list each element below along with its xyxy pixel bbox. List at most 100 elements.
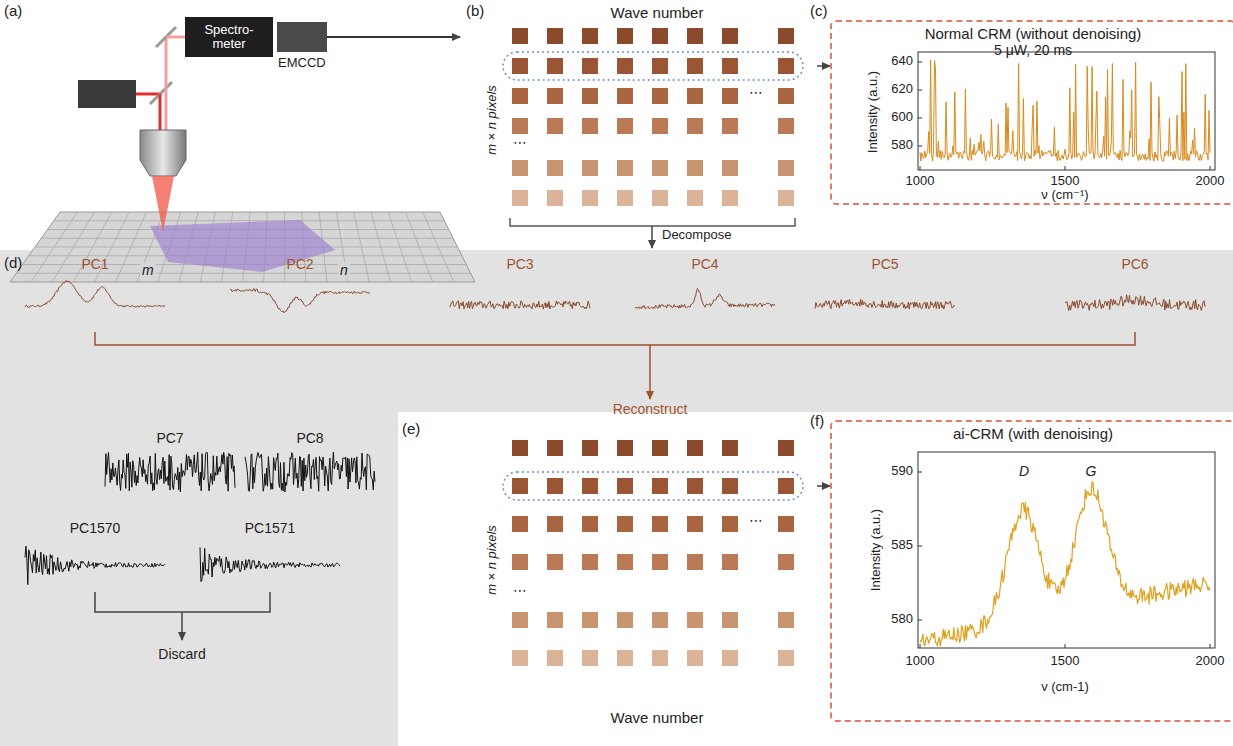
laser-beam <box>159 94 162 130</box>
pixel <box>582 190 598 206</box>
tick-label: 2000 <box>1196 654 1225 669</box>
pixel <box>778 478 794 494</box>
pixel <box>582 478 598 494</box>
pixel <box>722 190 738 206</box>
pixel <box>687 88 703 104</box>
pixel <box>722 516 738 532</box>
pixel <box>512 478 528 494</box>
pixel <box>582 516 598 532</box>
tick-label: 2000 <box>1196 174 1225 189</box>
component-label: PC1 <box>81 256 108 272</box>
pixel <box>547 554 563 570</box>
pixel <box>652 28 668 44</box>
pixel <box>617 516 633 532</box>
tick <box>1065 166 1066 170</box>
pixel <box>547 440 563 456</box>
component-label: PC5 <box>871 256 898 272</box>
tick-label: 585 <box>891 538 913 553</box>
pixel <box>582 88 598 104</box>
pixel <box>547 612 563 628</box>
component-label: PC1571 <box>245 520 296 536</box>
pixel <box>652 516 668 532</box>
grid-line <box>73 212 111 282</box>
discard-arrow <box>181 612 183 640</box>
objective <box>140 130 186 176</box>
tick <box>918 472 922 473</box>
raman-spectrum <box>920 60 1210 161</box>
pixel <box>512 88 528 104</box>
text-label: ⋯ <box>749 512 763 528</box>
pc-trace <box>635 289 775 309</box>
pixel <box>778 160 794 176</box>
component-label: PC8 <box>296 430 323 446</box>
pixel <box>617 612 633 628</box>
tick <box>918 546 922 547</box>
pixel-matrix: Wave number <box>497 426 817 726</box>
pixel <box>722 160 738 176</box>
pixel <box>687 190 703 206</box>
text-label: ⋯ <box>513 134 527 150</box>
component-label: PC2 <box>286 256 313 272</box>
pixel <box>547 190 563 206</box>
pixel <box>617 118 633 134</box>
tick <box>918 620 922 621</box>
pixel <box>722 478 738 494</box>
bracket <box>510 218 795 226</box>
pixel <box>512 28 528 44</box>
pixel <box>778 612 794 628</box>
pc-trace <box>815 299 955 309</box>
pc-trace <box>25 546 165 585</box>
pixel <box>582 118 598 134</box>
pixel <box>582 650 598 666</box>
text-label: D <box>1019 463 1029 479</box>
text-label: n <box>338 262 350 278</box>
pixel <box>778 554 794 570</box>
signal-arrow <box>327 36 460 38</box>
pixel <box>652 118 668 134</box>
pixel <box>722 612 738 628</box>
pixel <box>617 554 633 570</box>
decompose-arrow <box>651 226 653 248</box>
pixel <box>547 650 563 666</box>
tick <box>1065 644 1066 648</box>
tick-label: 620 <box>891 82 913 97</box>
pixel <box>547 58 563 74</box>
panel-letter: (e) <box>402 420 420 437</box>
text-label: ν (cm⁻¹) <box>1041 188 1088 203</box>
pixel <box>722 88 738 104</box>
node-title: Normal CRM (without denoising) <box>832 25 1233 42</box>
node-title: ai-CRM (with denoising) <box>832 425 1233 442</box>
node-title: Wave number <box>497 4 817 21</box>
pixel <box>778 650 794 666</box>
pixel <box>722 440 738 456</box>
pixel <box>512 190 528 206</box>
text-label: Discard <box>158 646 205 662</box>
tick <box>918 146 922 147</box>
pixel <box>582 28 598 44</box>
pixel <box>652 88 668 104</box>
pixel <box>652 650 668 666</box>
text-label: Decompose <box>662 228 731 243</box>
pixel <box>687 516 703 532</box>
pixel <box>547 118 563 134</box>
pixel <box>617 190 633 206</box>
pc-trace <box>25 280 165 307</box>
scatter-beam <box>166 36 185 39</box>
pixel <box>547 160 563 176</box>
text-label: v (cm-1) <box>1041 680 1089 695</box>
pixel <box>617 650 633 666</box>
tick-label: 1000 <box>906 654 935 669</box>
pixel <box>652 478 668 494</box>
pixel <box>547 28 563 44</box>
pixel <box>722 650 738 666</box>
panel-letter: (f) <box>810 412 824 429</box>
raman-spectrum <box>920 482 1210 647</box>
pixel <box>778 88 794 104</box>
sample-stage <box>10 212 475 282</box>
pc-trace <box>245 452 375 492</box>
pixel <box>512 58 528 74</box>
pixel <box>687 118 703 134</box>
panel-letter: (c) <box>810 2 828 19</box>
pixel <box>617 478 633 494</box>
pixel <box>652 160 668 176</box>
